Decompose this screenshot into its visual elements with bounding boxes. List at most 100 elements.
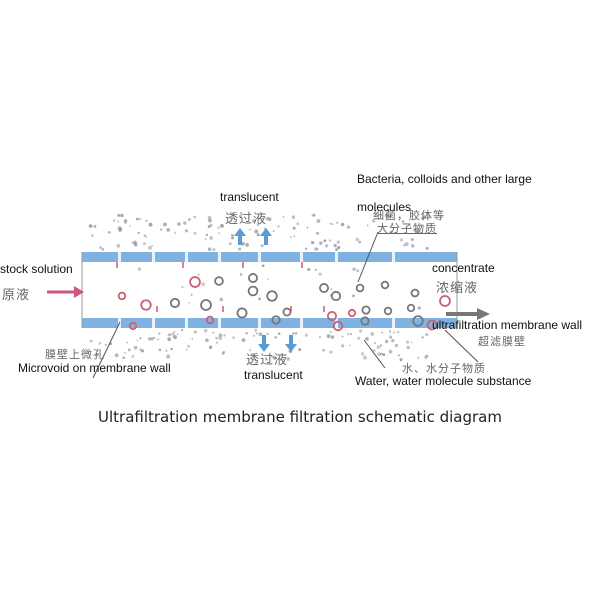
water-molecule xyxy=(127,348,131,352)
permeation-arrows xyxy=(116,262,325,312)
water-molecule xyxy=(333,243,337,248)
large-molecule xyxy=(128,321,138,331)
water-molecule xyxy=(277,225,280,228)
water-molecule xyxy=(388,349,393,354)
water-molecule xyxy=(185,348,188,351)
water-molecule xyxy=(201,282,205,287)
water-molecule xyxy=(145,219,148,222)
water-molecule xyxy=(258,332,263,337)
bacteria-zh: 细菌，胶体等 xyxy=(373,209,445,222)
water-molecule xyxy=(104,343,107,346)
water-molecule xyxy=(410,341,413,344)
water-molecule xyxy=(118,228,122,232)
water-molecule xyxy=(365,337,369,341)
water-molecule xyxy=(390,222,394,225)
water-molecule xyxy=(187,344,190,348)
water-molecule xyxy=(404,242,409,247)
water-molecule xyxy=(393,331,396,334)
water-molecule xyxy=(122,356,125,360)
water-molecule xyxy=(265,216,270,221)
water-molecule xyxy=(218,336,223,341)
water-molecule xyxy=(205,338,209,343)
water-molecule xyxy=(184,229,189,233)
water-molecule xyxy=(212,248,216,251)
water-molecule xyxy=(218,333,223,337)
water-molecule xyxy=(266,278,269,281)
water-molecule xyxy=(101,247,105,251)
water-molecule xyxy=(296,222,300,226)
large-molecule xyxy=(361,305,371,315)
water-molecule xyxy=(167,337,172,342)
water-molecule xyxy=(208,345,213,349)
water-molecule xyxy=(126,341,128,344)
inflow-arrow xyxy=(47,286,84,298)
water-molecule xyxy=(387,216,390,219)
microvoid xyxy=(258,252,261,262)
water-molecule xyxy=(326,334,331,339)
membrane-wall-zh: 超滤膜壁 xyxy=(478,335,526,348)
water-molecule xyxy=(382,353,386,357)
microvoid xyxy=(392,318,395,328)
water-molecule xyxy=(273,356,277,360)
water-molecule xyxy=(241,338,246,343)
microvoid xyxy=(185,252,188,262)
water-molecule xyxy=(359,329,363,333)
water-molecule xyxy=(274,336,277,339)
water-molecule xyxy=(173,331,176,333)
water-molecule xyxy=(372,349,376,353)
water-molecule xyxy=(151,244,154,247)
water-molecule xyxy=(168,333,172,337)
water-molecule xyxy=(137,267,142,271)
water-molecule xyxy=(352,267,356,271)
water-molecule xyxy=(346,333,350,336)
water-molecule xyxy=(245,243,249,247)
stock-solution-label: stock solution xyxy=(0,262,73,276)
microvoid xyxy=(258,318,261,328)
large-molecule xyxy=(380,280,390,290)
water-molecule xyxy=(379,344,382,347)
water-molecule xyxy=(208,218,212,223)
water-molecule xyxy=(116,243,121,248)
water-molecule xyxy=(406,340,410,344)
water-molecule xyxy=(376,345,381,350)
water-molecule xyxy=(203,328,208,333)
water-molecule xyxy=(411,244,415,248)
water-molecule xyxy=(428,214,431,217)
water-molecule xyxy=(171,332,175,336)
water-molecule xyxy=(117,213,121,217)
water-molecule xyxy=(289,236,292,238)
water-molecule xyxy=(417,306,421,310)
large-molecule xyxy=(410,288,420,298)
water-molecule xyxy=(366,224,369,227)
water-molecule xyxy=(329,330,332,334)
water-molecule xyxy=(252,334,255,337)
water-molecule xyxy=(215,336,218,340)
water-molecule xyxy=(319,241,323,245)
water-molecule xyxy=(215,341,219,344)
water-molecule xyxy=(397,354,400,357)
water-molecule xyxy=(388,330,392,333)
water-molecule xyxy=(272,230,275,233)
water-molecule xyxy=(306,226,309,229)
water-molecule xyxy=(218,232,221,235)
water-molecule xyxy=(158,348,162,352)
water-molecule xyxy=(117,220,120,223)
water-molecule xyxy=(98,341,102,345)
water-molecule xyxy=(220,223,224,228)
water-molecule xyxy=(181,286,184,289)
water-molecule xyxy=(330,335,335,339)
water-molecule xyxy=(193,215,197,219)
water-molecule xyxy=(316,218,321,223)
water-molecule xyxy=(129,225,132,227)
water-molecule xyxy=(142,241,147,246)
water-molecule xyxy=(356,269,360,273)
diagram-caption: Ultrafiltration membrane filtration sche… xyxy=(98,408,502,426)
water-molecule xyxy=(329,222,332,225)
water-molecule xyxy=(254,229,259,234)
water-molecule xyxy=(137,231,140,235)
water-molecule xyxy=(231,236,234,240)
water-molecule xyxy=(147,337,152,341)
microvoid xyxy=(392,252,395,262)
water-molecule xyxy=(389,335,393,339)
water-molecule xyxy=(188,218,191,222)
